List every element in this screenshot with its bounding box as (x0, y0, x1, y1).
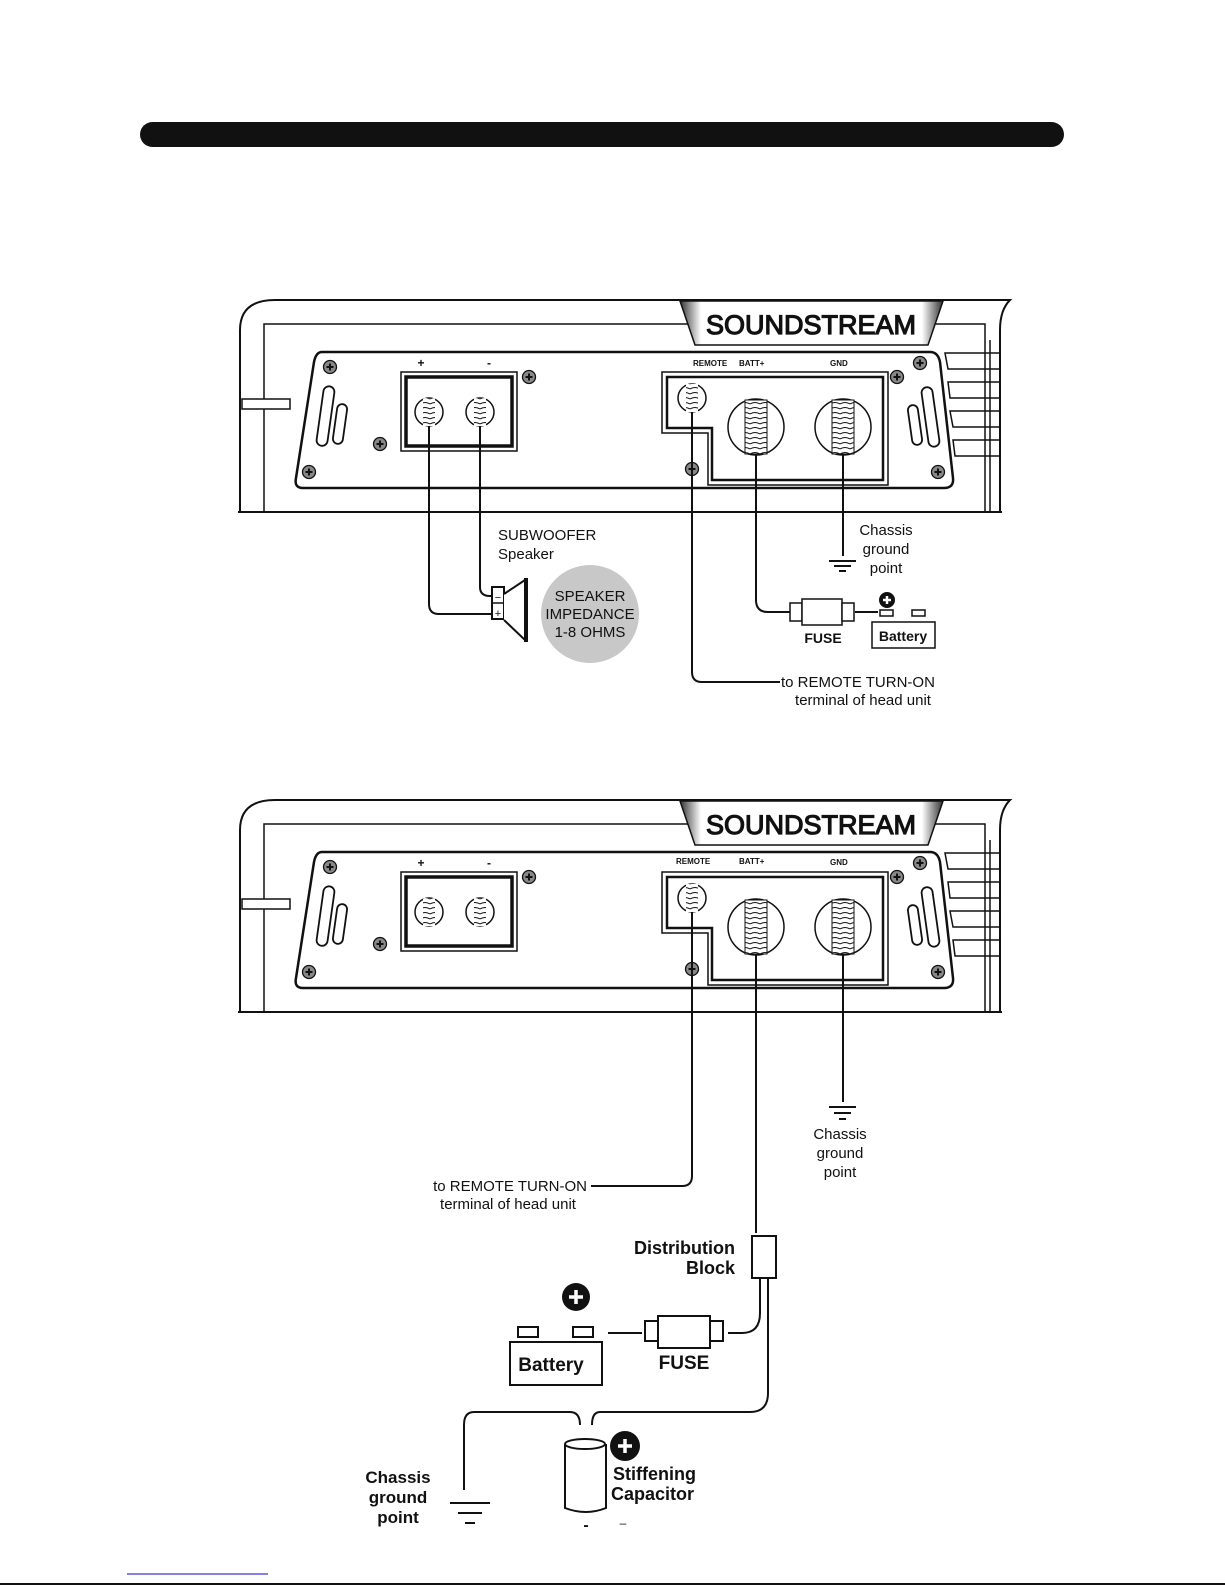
speaker-minus-label: - (487, 356, 491, 370)
remote-label-line1: to REMOTE TURN-ON (781, 674, 935, 691)
batt-terminal-label: BATT+ (739, 359, 765, 368)
fuse-icon-2 (644, 1315, 724, 1349)
ground-symbol (829, 560, 856, 572)
fuse-icon (789, 598, 855, 626)
gnd-terminal-label: GND (830, 359, 848, 368)
impedance-badge (541, 565, 639, 663)
gnd-terminal-label-2: GND (830, 858, 848, 867)
battery-label: Battery (879, 628, 927, 644)
chassis-label-line3: point (870, 560, 903, 577)
impedance-line1: SPEAKER (555, 588, 626, 605)
distribution-label-line2: Block (686, 1258, 736, 1278)
distribution-label-line1: Distribution (634, 1238, 735, 1258)
speaker-minus-label-2: - (487, 856, 491, 870)
brand-logo: SOUNDSTREAM (706, 310, 916, 340)
chassis2-label-line1: Chassis (813, 1126, 866, 1143)
chassis2-label-line2: ground (817, 1145, 864, 1162)
capacitor-minus-2: – (620, 1516, 627, 1530)
batt-terminal-label-2: BATT+ (739, 857, 765, 866)
speaker-plus-glyph: + (495, 608, 501, 620)
ground-symbol-2 (829, 1106, 856, 1120)
diagram2-wires (463, 912, 844, 1490)
distribution-block-icon (751, 1235, 777, 1279)
capacitor-label-line2: Capacitor (611, 1484, 694, 1504)
amplifier-panel-1: SOUNDSTREAM + - REMOTE BATT+ GND (238, 299, 1013, 513)
chassis-label-line2: ground (863, 541, 910, 558)
subwoofer-label-line2: Speaker (498, 546, 554, 563)
chassis2-label-line3: point (824, 1164, 857, 1181)
battery2-label: Battery (518, 1355, 584, 1376)
capacitor-minus-1: - (583, 1517, 588, 1534)
brand-logo-2: SOUNDSTREAM (706, 810, 916, 840)
fuse-label: FUSE (804, 630, 841, 646)
remote-terminal-label-2: REMOTE (676, 857, 711, 866)
chassis3-label-line1: Chassis (365, 1468, 430, 1487)
speaker-minus-glyph: − (495, 592, 501, 604)
diagram1-wires (428, 412, 878, 683)
amplifier-panel-2: SOUNDSTREAM + - REMOTE BATT+ GND (238, 799, 1013, 1013)
remote2-label-line2: terminal of head unit (440, 1196, 577, 1213)
battery-icon (871, 592, 936, 649)
speaker-plus-label-2: + (417, 856, 424, 870)
subwoofer-label-line1: SUBWOOFER (498, 527, 597, 544)
header-bar (140, 122, 1064, 147)
stiffening-capacitor-icon (564, 1431, 640, 1513)
remote2-label-line1: to REMOTE TURN-ON (433, 1178, 587, 1195)
remote-terminal-label: REMOTE (693, 359, 728, 368)
impedance-line3: 1-8 OHMS (555, 624, 626, 641)
capacitor-label-line1: Stiffening (613, 1464, 696, 1484)
subwoofer-speaker-icon: − + (491, 578, 528, 643)
remote-label-line2: terminal of head unit (795, 692, 932, 709)
ground-symbol-3 (450, 1502, 490, 1524)
fuse2-label: FUSE (659, 1353, 710, 1374)
battery-icon-2 (509, 1283, 603, 1386)
chassis3-label-line2: ground (369, 1488, 428, 1507)
chassis-label-line1: Chassis (859, 522, 912, 539)
speaker-plus-label: + (417, 356, 424, 370)
chassis3-label-line3: point (377, 1508, 419, 1527)
impedance-line2: IMPEDANCE (545, 606, 634, 623)
